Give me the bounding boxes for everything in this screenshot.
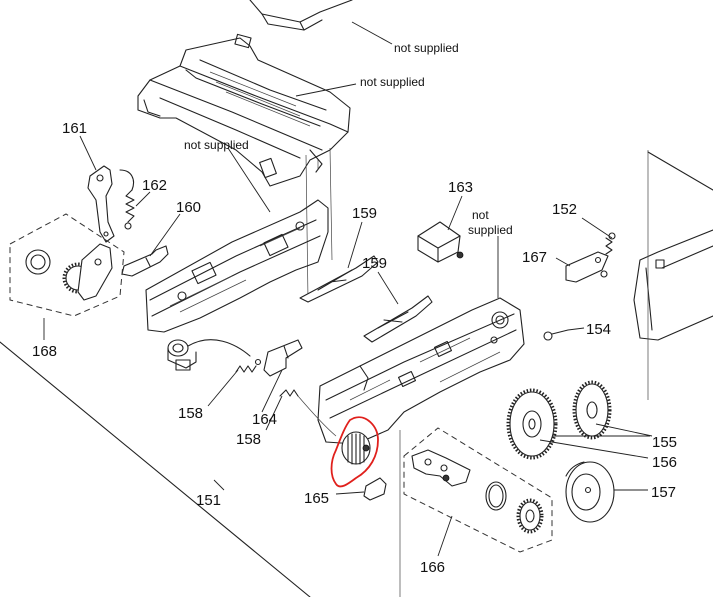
part-160-bracket xyxy=(121,245,169,277)
label-160: 160 xyxy=(176,199,201,216)
part-166-group xyxy=(403,427,553,553)
leader-164 xyxy=(261,369,283,413)
leader-note-2 xyxy=(295,83,357,97)
part-159-lower-lever xyxy=(363,295,433,343)
base-line xyxy=(0,341,311,598)
part-152-spring xyxy=(605,232,616,255)
note-4-line2: supplied xyxy=(468,223,513,237)
label-156: 156 xyxy=(652,454,677,471)
leader-166 xyxy=(437,515,453,557)
leader-162 xyxy=(135,191,151,207)
part-163-motor xyxy=(417,221,464,263)
part-164-bracket xyxy=(263,339,303,377)
leader-151 xyxy=(213,479,225,491)
label-152: 152 xyxy=(552,201,577,218)
label-165: 165 xyxy=(304,490,329,507)
label-161: 161 xyxy=(62,120,87,137)
label-157: 157 xyxy=(651,484,676,501)
label-167: 167 xyxy=(522,249,547,266)
leader-152 xyxy=(581,217,613,239)
part-168-group xyxy=(9,213,125,317)
label-158-upper: 158 xyxy=(178,405,203,422)
label-158-lower: 158 xyxy=(236,431,261,448)
part-155-large-gear xyxy=(572,380,612,440)
leader-155 xyxy=(552,423,653,437)
leader-158a xyxy=(207,369,239,407)
note-not-supplied-1: not supplied xyxy=(394,41,459,55)
leader-note-1 xyxy=(351,21,393,45)
part-154-screw xyxy=(543,329,569,341)
alignment-lines xyxy=(305,147,333,301)
note-not-supplied-4-line1: not supplied xyxy=(468,208,513,237)
highlight-marker xyxy=(330,416,379,488)
part-161-lever xyxy=(87,165,115,243)
part-159-upper-lever xyxy=(299,255,379,303)
leader-165 xyxy=(335,491,365,495)
label-151: 151 xyxy=(196,492,221,509)
leader-159b xyxy=(377,271,399,305)
label-162: 162 xyxy=(142,177,167,194)
leader-160 xyxy=(149,213,181,257)
leader-154 xyxy=(567,327,585,331)
highlighted-roller-part xyxy=(341,431,371,465)
part-157-gear xyxy=(565,461,615,523)
part-158-upper-spring xyxy=(235,358,262,373)
label-164: 164 xyxy=(252,411,277,428)
label-166: 166 xyxy=(420,559,445,576)
note-not-supplied-2: not supplied xyxy=(360,75,425,89)
label-159-lower: 159 xyxy=(362,255,387,272)
note-4-line1: not xyxy=(472,208,489,222)
leader-156 xyxy=(539,439,649,459)
leader-161 xyxy=(79,135,97,171)
label-155: 155 xyxy=(652,434,677,451)
leader-159a xyxy=(347,221,363,269)
leader-158b xyxy=(265,395,283,431)
label-154: 154 xyxy=(586,321,611,338)
part-158-lower-spring xyxy=(279,389,337,437)
part-167-bracket xyxy=(565,251,609,283)
leader-note-3 xyxy=(227,147,271,213)
label-159-upper: 159 xyxy=(352,205,377,222)
left-chassis-part xyxy=(145,199,329,371)
label-168: 168 xyxy=(32,343,57,360)
right-chassis-part xyxy=(317,297,525,445)
top-frame-part xyxy=(249,0,353,31)
leader-167 xyxy=(555,257,571,267)
part-162-spring xyxy=(119,169,135,230)
label-163: 163 xyxy=(448,179,473,196)
part-156-gear xyxy=(506,388,558,460)
right-side-panel xyxy=(633,151,713,341)
part-165-clip xyxy=(363,477,387,501)
note-not-supplied-3: not supplied xyxy=(184,138,249,152)
leader-163 xyxy=(447,195,463,231)
